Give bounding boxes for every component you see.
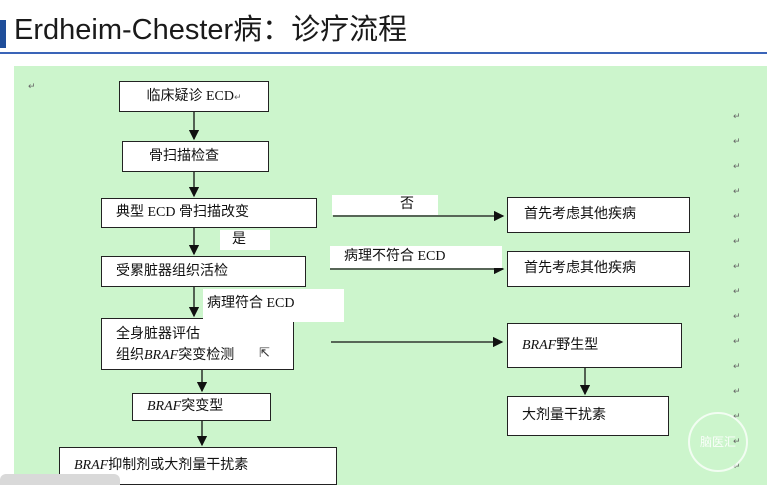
edge-label-no: 否 bbox=[332, 195, 438, 215]
node-assessment-line1: 全身脏器评估 bbox=[116, 327, 200, 342]
node-assessment-line2: 组织 BRAF 突变检测 bbox=[116, 345, 293, 366]
edge-label-path-not-ecd: 病理不符合 ECD bbox=[330, 246, 502, 268]
node-other-disease-2: 首先考虑其他疾病 bbox=[507, 251, 690, 287]
return-mark: ↵ bbox=[733, 412, 741, 422]
braf-wild-suffix: 野生型 bbox=[556, 338, 599, 353]
edge-label-yes: 是 bbox=[220, 230, 270, 250]
node-typical-change-label: 典型 ECD 骨扫描改变 bbox=[116, 205, 249, 220]
title-bar: Erdheim-Chester病：诊疗流程 bbox=[0, 0, 767, 52]
mouse-cursor-icon: ⇱ bbox=[259, 346, 270, 361]
node-other-disease-2-label: 首先考虑其他疾病 bbox=[524, 261, 636, 276]
return-mark: ↵ bbox=[733, 287, 741, 297]
return-mark: ↵ bbox=[28, 82, 36, 92]
node-bone-scan-label: 骨扫描检查 bbox=[149, 149, 219, 164]
bottom-overlay bbox=[0, 474, 120, 485]
node-high-dose-ifn-label: 大剂量干扰素 bbox=[522, 408, 606, 423]
return-mark: ↵ bbox=[733, 362, 741, 372]
node-braf-mutant: BRAF 突变型 bbox=[132, 393, 271, 421]
watermark-logo: 脑医汇 bbox=[688, 412, 748, 472]
return-mark: ↵ bbox=[233, 93, 242, 103]
braf-wild-gene: BRAF bbox=[522, 338, 557, 353]
assessment-suffix: 突变检测 bbox=[178, 348, 235, 363]
assessment-prefix: 组织 bbox=[116, 348, 144, 363]
node-clinical-suspect: 临床疑诊 ECD↵ bbox=[119, 81, 269, 112]
slide-title: Erdheim-Chester病：诊疗流程 bbox=[14, 14, 408, 46]
return-mark: ↵ bbox=[733, 312, 741, 322]
return-mark: ↵ bbox=[733, 237, 741, 247]
node-bone-scan: 骨扫描检查 bbox=[122, 141, 269, 172]
return-mark: ↵ bbox=[733, 162, 741, 172]
node-typical-change: 典型 ECD 骨扫描改变 bbox=[101, 198, 317, 228]
node-other-disease-1: 首先考虑其他疾病 bbox=[507, 197, 690, 233]
title-accent-bar bbox=[0, 20, 6, 48]
braf-mutant-gene: BRAF bbox=[147, 399, 182, 414]
return-mark: ↵ bbox=[733, 187, 741, 197]
braf-mutant-suffix: 突变型 bbox=[181, 399, 224, 414]
return-mark: ↵ bbox=[733, 462, 741, 472]
node-other-disease-1-label: 首先考虑其他疾病 bbox=[524, 207, 636, 222]
title-divider bbox=[0, 52, 767, 54]
return-mark: ↵ bbox=[733, 262, 741, 272]
assessment-gene: BRAF bbox=[144, 348, 179, 363]
return-mark: ↵ bbox=[733, 112, 741, 122]
return-mark: ↵ bbox=[733, 212, 741, 222]
node-clinical-suspect-label: 临床疑诊 ECD bbox=[146, 89, 234, 104]
return-mark: ↵ bbox=[733, 387, 741, 397]
node-biopsy-label: 受累脏器组织活检 bbox=[116, 264, 228, 279]
node-high-dose-ifn: 大剂量干扰素 bbox=[507, 396, 669, 436]
braf-therapy-gene: BRAF bbox=[74, 458, 109, 473]
edge-label-path-ecd: 病理符合 ECD bbox=[203, 289, 344, 322]
node-biopsy: 受累脏器组织活检 bbox=[101, 256, 306, 287]
return-mark: ↵ bbox=[733, 337, 741, 347]
node-assessment: 全身脏器评估 组织 BRAF 突变检测 bbox=[101, 318, 294, 370]
braf-therapy-suffix: 抑制剂或大剂量干扰素 bbox=[108, 458, 249, 473]
return-mark: ↵ bbox=[733, 137, 741, 147]
node-braf-wild: BRAF 野生型 bbox=[507, 323, 682, 368]
